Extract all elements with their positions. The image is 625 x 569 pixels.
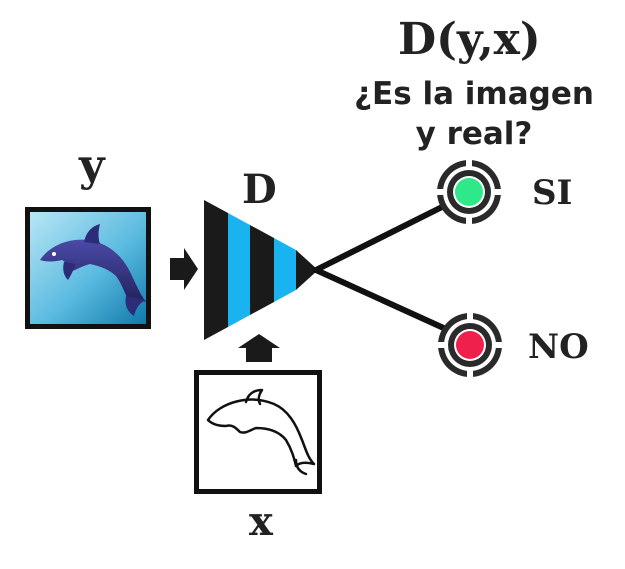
arrow-up-icon xyxy=(238,334,280,362)
discriminator-question: ¿Es la imagen y real? xyxy=(354,76,594,152)
diagram-title: D(y,x) xyxy=(398,14,541,65)
arrow-right-icon xyxy=(170,248,198,290)
discriminator-label: D xyxy=(242,166,277,213)
yes-target-icon xyxy=(435,158,503,226)
yes-connector-line xyxy=(313,201,451,273)
real-image-label: y xyxy=(79,140,105,191)
discriminator-funnel xyxy=(204,200,318,340)
dolphin-outline-icon xyxy=(206,388,316,476)
real-image-tile xyxy=(25,207,151,329)
dolphin-photo-icon xyxy=(40,224,146,316)
condition-image-label: x xyxy=(249,498,273,545)
no-connector-line xyxy=(313,267,451,333)
yes-indicator-dot xyxy=(455,178,483,206)
no-target-icon xyxy=(436,311,504,379)
yes-output-label: SI xyxy=(532,173,573,213)
no-indicator-dot xyxy=(456,331,484,359)
condition-image-tile xyxy=(194,370,322,494)
no-output-label: NO xyxy=(528,327,589,367)
